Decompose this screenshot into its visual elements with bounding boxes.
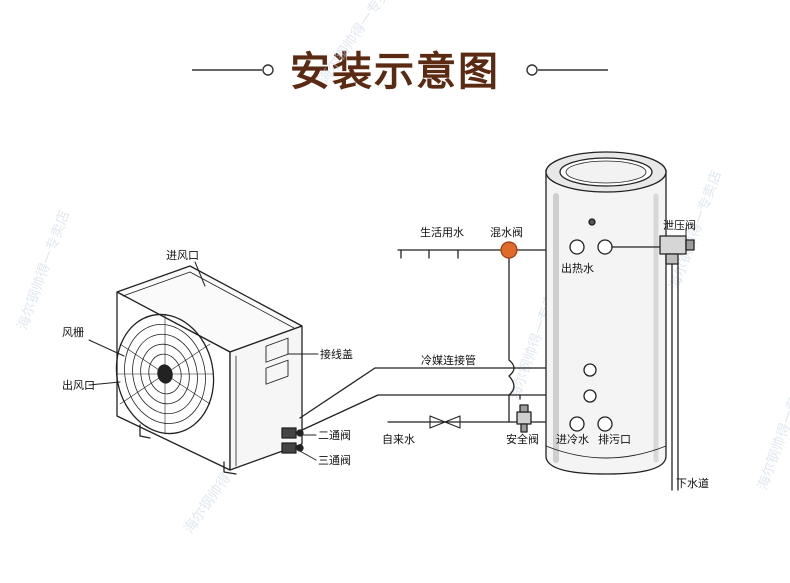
pressure-relief-assembly bbox=[611, 227, 695, 491]
label-refrigerant-pipe: 冷媒连接管 bbox=[421, 353, 476, 367]
tap-water-line bbox=[387, 404, 573, 433]
label-drain-outlet: 排污口 bbox=[598, 432, 631, 446]
label-junction-box: 接线盖 bbox=[320, 347, 353, 361]
tank-ports bbox=[569, 239, 613, 432]
label-air-outlet: 出风口 bbox=[62, 378, 95, 392]
title-bar: 安装示意图 bbox=[0, 40, 790, 100]
label-mixing-valve: 混水阀 bbox=[490, 225, 523, 239]
label-hot-water-outlet: 出热水 bbox=[561, 261, 594, 275]
label-tap-water: 自来水 bbox=[382, 433, 415, 446]
label-grille: 风栅 bbox=[62, 325, 84, 339]
heat-pump-unit bbox=[115, 265, 304, 475]
label-two-way-valve: 二通阀 bbox=[318, 428, 351, 442]
label-domestic-water: 生活用水 bbox=[420, 225, 464, 239]
mixing-valve-icon bbox=[500, 241, 518, 259]
label-cold-water-inlet: 进冷水 bbox=[556, 433, 589, 446]
domestic-water-line bbox=[397, 249, 573, 423]
fan-grille bbox=[115, 313, 215, 435]
label-three-way-valve: 三通阀 bbox=[318, 453, 351, 467]
title-decor bbox=[192, 64, 608, 76]
label-air-inlet: 进风口 bbox=[166, 249, 199, 262]
label-pressure-relief-valve: 泄压阀 bbox=[663, 218, 696, 232]
refrigerant-pipes bbox=[299, 367, 583, 431]
page-title: 安装示意图 bbox=[290, 49, 500, 95]
label-sewer: 下水道 bbox=[676, 476, 709, 490]
water-tank bbox=[545, 151, 667, 475]
label-safety-valve: 安全阀 bbox=[506, 432, 539, 446]
